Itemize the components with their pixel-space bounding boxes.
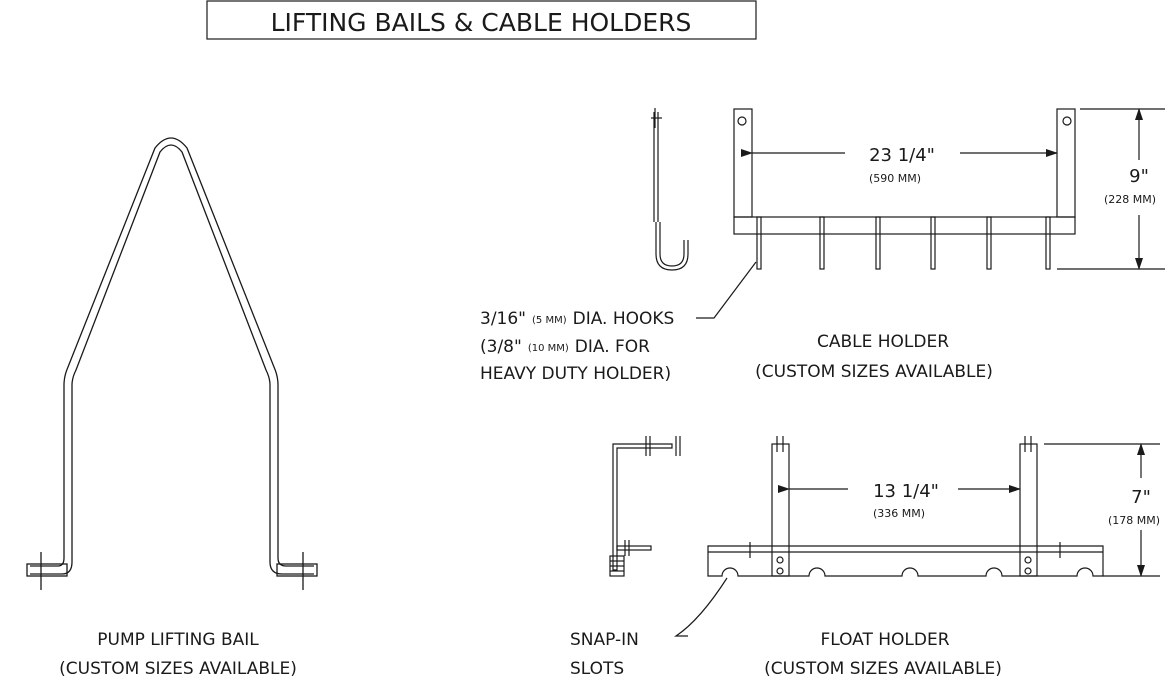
side-hook-outer	[655, 222, 689, 271]
float-holder-label: FLOAT HOLDER	[820, 630, 949, 650]
hook-note-line1: 3/16" (5 MM) DIA. HOOKS	[480, 309, 674, 329]
cable-holder-front-view	[696, 108, 1165, 319]
cable-holder-side-view	[651, 108, 689, 271]
bail-wire-inner	[30, 137, 314, 567]
bail-right-foot	[276, 563, 318, 577]
hook-note-text: DIA. HOOKS	[573, 309, 675, 329]
cable-hooks	[756, 216, 1051, 270]
hook-note-line3: HEAVY DUTY HOLDER)	[480, 364, 671, 384]
float-left-post	[771, 443, 790, 577]
side-hook-inner	[659, 222, 685, 267]
hook-note: 3/16" (5 MM) DIA. HOOKS (3/8" (10 MM) DIA. F…	[480, 309, 674, 384]
slot-note-line2: SLOTS	[570, 659, 624, 679]
page-title: LIFTING BAILS & CABLE HOLDERS	[271, 8, 692, 37]
float-post-hole	[776, 567, 784, 575]
float-height-dim-label: 7"	[1131, 487, 1151, 508]
cable-height-dim-label: 9"	[1129, 166, 1149, 187]
pump-bail-label: PUMP LIFTING BAIL	[97, 630, 259, 650]
cable-left-post-hole	[737, 116, 747, 126]
pump-bail-sublabel: (CUSTOM SIZES AVAILABLE)	[59, 659, 297, 679]
float-width-dim-label: 13 1/4"	[873, 481, 939, 502]
cable-holder-sublabel: (CUSTOM SIZES AVAILABLE)	[755, 362, 993, 382]
hook-note-size-mm: (5 MM)	[532, 315, 567, 326]
cable-hook	[819, 216, 825, 270]
float-side-foot	[616, 545, 652, 551]
float-width-dim-mm-label: (336 MM)	[873, 507, 925, 520]
cable-hook	[875, 216, 881, 270]
float-post-hole	[776, 556, 784, 564]
float-right-post	[1019, 443, 1038, 577]
cable-hook	[1045, 216, 1051, 270]
float-height-dim-mm-label: (178 MM)	[1108, 514, 1160, 527]
bail-left-foot	[26, 563, 68, 577]
hook-note-line2: (3/8" (10 MM) DIA. FOR	[480, 337, 650, 357]
slot-note-leader	[674, 577, 728, 637]
float-post-hole	[1024, 567, 1032, 575]
cable-crossbar	[733, 216, 1076, 235]
title-block: LIFTING BAILS & CABLE HOLDERS	[206, 0, 757, 40]
float-side-angle	[612, 443, 673, 571]
pump-lifting-bail-drawing	[26, 137, 318, 590]
float-holder-front-view	[674, 436, 1160, 637]
float-base-bar	[707, 545, 1104, 577]
float-post-hole	[1024, 556, 1032, 564]
cable-hook	[756, 216, 762, 270]
hook-note-size: 3/16"	[480, 309, 526, 329]
cable-width-dim-label: 23 1/4"	[869, 145, 935, 166]
slot-note-line1: SNAP-IN	[570, 630, 639, 650]
cable-holder-label: CABLE HOLDER	[817, 332, 949, 352]
cable-height-dim-mm-label: (228 MM)	[1104, 193, 1156, 206]
hook-note-leader	[696, 261, 757, 319]
hook-note-heavy-size-mm: (10 MM)	[528, 343, 569, 354]
bail-wire-outer	[30, 144, 314, 575]
float-holder-sublabel: (CUSTOM SIZES AVAILABLE)	[764, 659, 1002, 679]
hook-note-heavy-size: (3/8"	[480, 337, 522, 357]
cable-hook	[986, 216, 992, 270]
cable-hook	[930, 216, 936, 270]
cable-width-dim-mm-label: (590 MM)	[869, 172, 921, 185]
cable-right-post-hole	[1062, 116, 1072, 126]
hook-note-heavy-text: DIA. FOR	[575, 337, 650, 357]
title-box	[206, 0, 757, 40]
float-holder-side-view	[609, 436, 681, 577]
